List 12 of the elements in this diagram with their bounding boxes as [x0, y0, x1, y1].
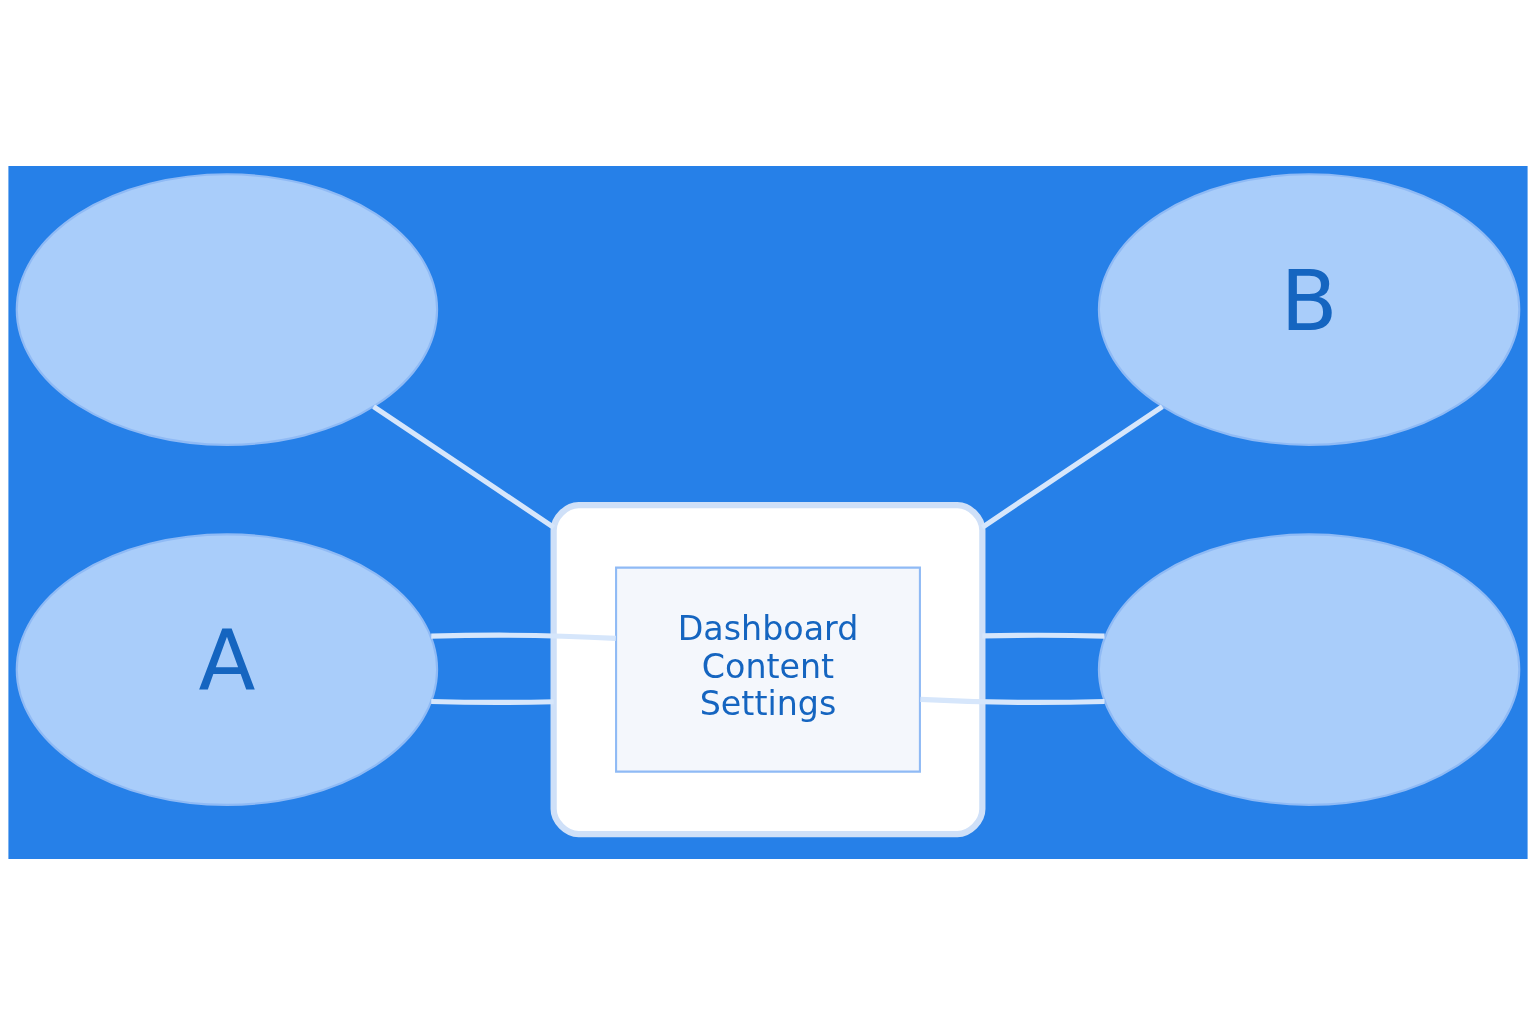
connector: [431, 698, 554, 705]
node-ellipse: [15, 172, 439, 446]
connector: [980, 403, 1164, 529]
node-ellipse: B: [1097, 172, 1521, 446]
cluster: [550, 501, 986, 837]
connector: [431, 632, 616, 641]
node-ellipse: A: [15, 532, 439, 806]
node-box: Dashboard Content Settings: [615, 566, 921, 773]
node-ellipse: [1097, 532, 1521, 806]
connector: [372, 403, 556, 529]
connector: [920, 696, 1105, 705]
connector: [982, 632, 1105, 639]
